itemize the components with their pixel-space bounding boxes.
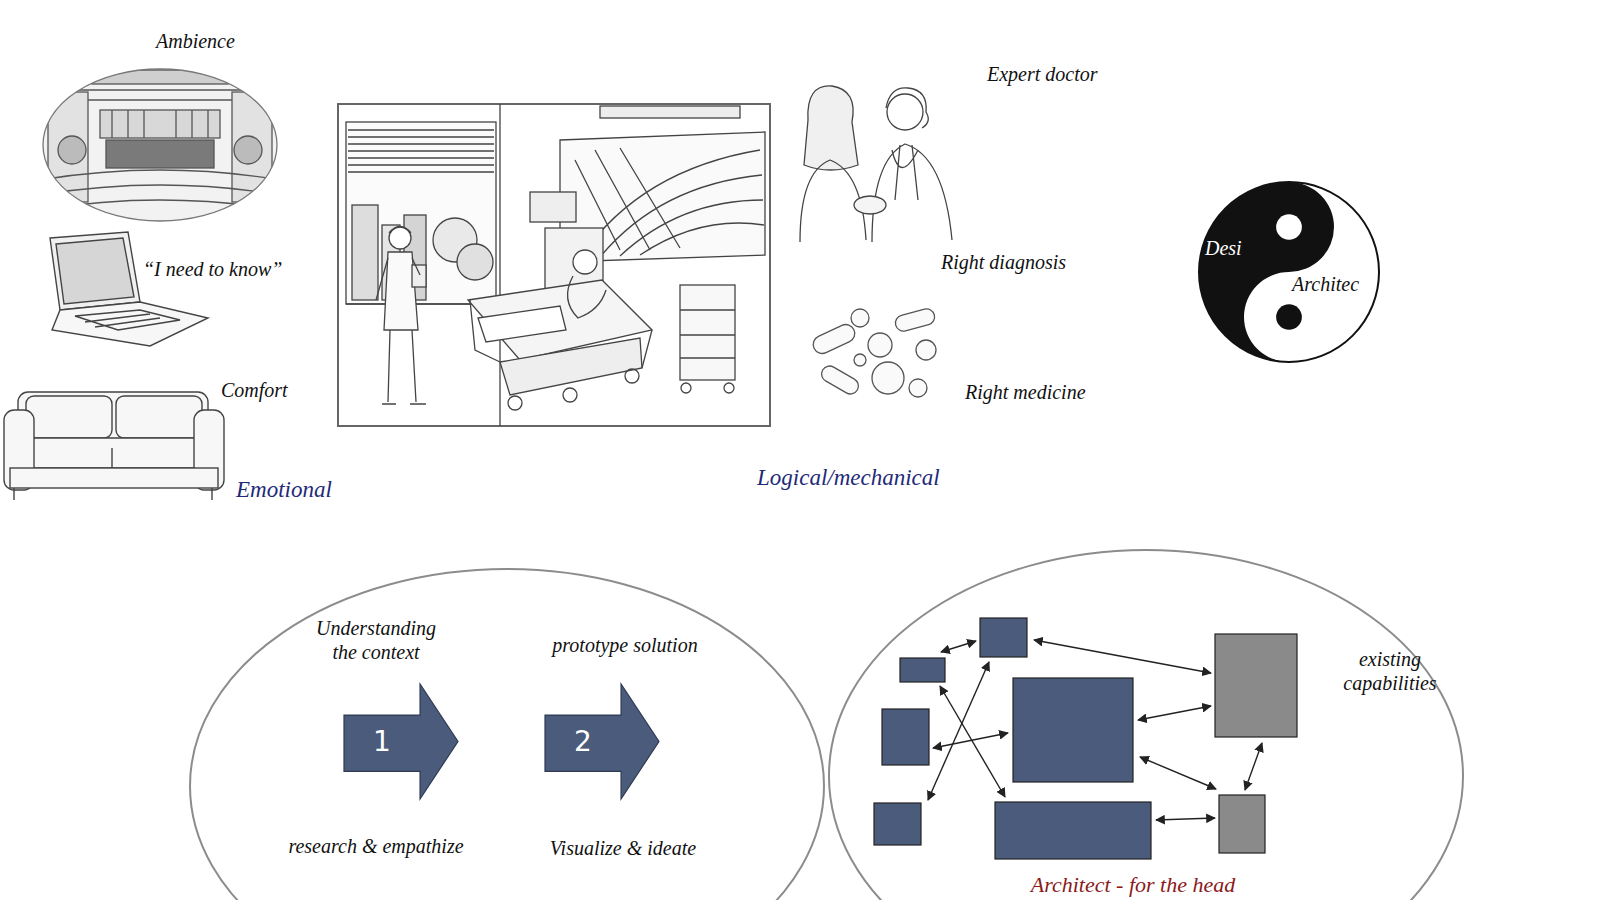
step-arrow: prototype solution2Visualize & ideate [545, 684, 659, 799]
component-box [900, 658, 945, 682]
ellipse-outline [829, 550, 1463, 900]
yin-yang-symbol [1199, 182, 1379, 362]
capability-box [1219, 795, 1265, 853]
node-outline [1197, 180, 1381, 364]
link-arrow [1140, 757, 1216, 789]
step-arrow: Understanding the context1research & emp… [344, 684, 458, 799]
link-arrow [1138, 706, 1211, 720]
capability-arrows [928, 640, 1262, 820]
pills-sketch [810, 307, 936, 397]
link-arrow [941, 641, 976, 652]
arrow-outline [344, 684, 458, 799]
step-caption: research & empathize [276, 834, 476, 858]
group-label: Logical/mechanical [757, 466, 940, 490]
component-box [874, 803, 921, 845]
yang-label: Architec [1292, 272, 1402, 296]
component-box [1013, 678, 1133, 782]
link-arrow [1245, 743, 1262, 790]
yin-label: Desi [1205, 236, 1275, 260]
hospital-room-sketch [338, 104, 770, 426]
ellipse-caption: Architect - for the head [978, 872, 1288, 898]
step-number: 1 [344, 726, 420, 758]
component-box [995, 802, 1151, 859]
sofa-sketch [4, 392, 224, 500]
architect-ellipse: existing capabilitiesArchitect - for the… [828, 549, 1464, 900]
node-outline [828, 549, 1464, 900]
step-heading: Understanding the context [306, 616, 446, 664]
step-number: 2 [545, 726, 621, 758]
icon-label: Comfort [221, 378, 288, 402]
node-outline [344, 684, 458, 799]
icon-label: Expert doctor [987, 62, 1098, 86]
laptop-sketch [50, 232, 208, 346]
step-heading: prototype solution [505, 633, 745, 657]
link-arrow [933, 733, 1008, 748]
node-outline [189, 568, 825, 900]
link-arrow [1034, 640, 1211, 673]
designer-ellipse: Understanding the context 1 research & emp… [189, 568, 825, 900]
arrow-outline [545, 684, 659, 799]
component-box [882, 709, 929, 765]
icon-label: Ambience [156, 29, 235, 53]
group-label: Emotional [236, 478, 332, 502]
step-caption: Visualize & ideate [503, 836, 743, 860]
icon-label: “I need to know” [143, 257, 282, 281]
lobby-sketch [40, 69, 280, 221]
link-arrow [1156, 818, 1215, 820]
link-arrow [940, 686, 1005, 797]
icon-label: Right diagnosis [941, 250, 1066, 274]
capability-box [1215, 634, 1297, 737]
icon-label: Right medicine [965, 380, 1086, 404]
yin-yang-circle: DesiArchitec [1197, 180, 1381, 364]
capability-map [874, 618, 1297, 859]
ellipse-outline [190, 569, 824, 900]
component-box [980, 618, 1027, 657]
link-arrow [928, 662, 989, 800]
capability-label: existing capabilities [1320, 647, 1460, 695]
doctor-sketch [800, 86, 952, 242]
node-outline [545, 684, 659, 799]
